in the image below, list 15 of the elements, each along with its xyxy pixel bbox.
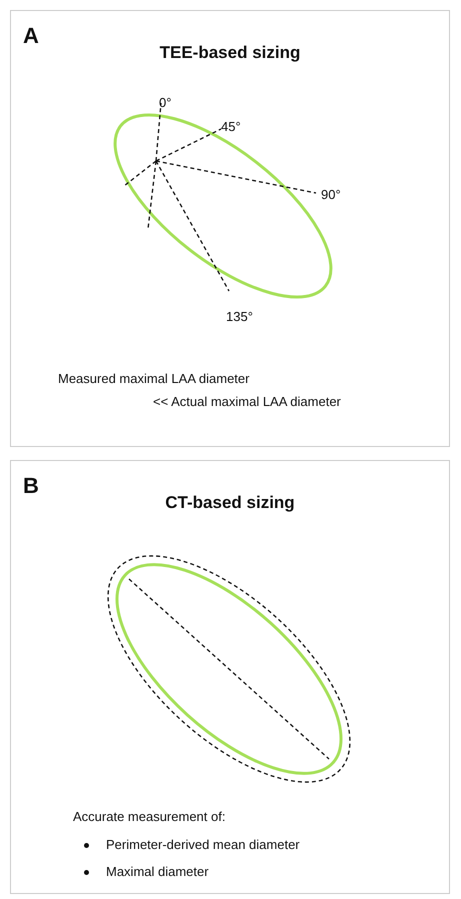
angle-label: 0° xyxy=(159,95,172,110)
bullet-item: Perimeter-derived mean diameter xyxy=(106,837,300,852)
caption-text: Measured maximal LAA diameter xyxy=(58,371,250,386)
angle-label: 45° xyxy=(221,119,241,134)
panel-letter: A xyxy=(23,23,39,49)
panel-letter: B xyxy=(23,473,39,499)
angle-label: 90° xyxy=(321,187,341,202)
figure-panel xyxy=(10,10,450,447)
panel-title: TEE-based sizing xyxy=(160,43,300,62)
caption-text: << Actual maximal LAA diameter xyxy=(153,394,341,409)
caption-text: Accurate measurement of: xyxy=(73,809,226,824)
panel-title: CT-based sizing xyxy=(165,493,295,512)
angle-label: 135° xyxy=(226,309,253,324)
bullet-item: Maximal diameter xyxy=(106,864,209,879)
figure-panel xyxy=(10,460,450,894)
